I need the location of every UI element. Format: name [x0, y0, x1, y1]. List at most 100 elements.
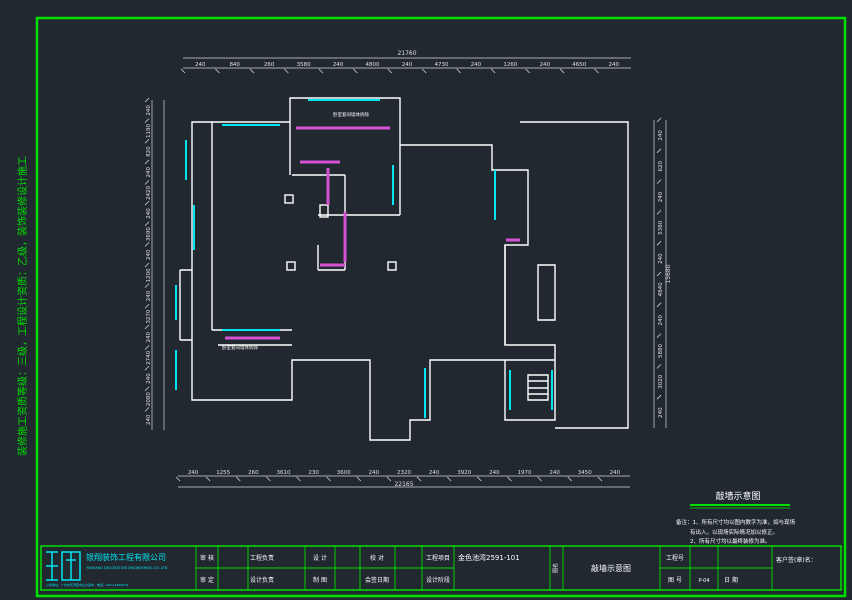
dimension-tick: [656, 333, 662, 338]
dimension-tick: [144, 303, 150, 309]
dimension-label: 240: [146, 414, 152, 425]
dimension-tick: [356, 476, 362, 482]
dimension-label: 1255: [216, 470, 230, 476]
title-block: 银翔装饰工程有限公司 YINXIANG DECORATION ENGINEERI…: [40, 545, 842, 591]
qualification-note: 装修施工资质等级：三级，工程设计资质：乙级，装饰装修设计施工: [16, 156, 29, 456]
company-logo: [46, 551, 81, 581]
column: [284, 194, 294, 204]
inner-walls: [179, 122, 555, 361]
dimension-label: 1970: [518, 470, 532, 476]
dimension-label: 5380: [658, 220, 664, 234]
project-name: 金色池湾2591-101: [458, 553, 520, 562]
dimension-label: 260: [264, 62, 275, 68]
dimension-tick: [266, 476, 271, 482]
dimension-tick: [456, 68, 461, 74]
dimension-label: 3270: [146, 309, 152, 323]
drawing-no-value: P-04: [698, 578, 709, 584]
column: [387, 261, 397, 271]
dimension-label: 4650: [572, 62, 586, 68]
dimension-label: 240: [658, 314, 664, 325]
dimension-label: 240: [658, 191, 664, 202]
company-address: 公司地址：广州市天河区中山大道中 · 电话：020-12345678: [46, 582, 128, 587]
dimension-label: 240: [146, 249, 152, 260]
dimension-tick: [656, 271, 662, 277]
dimension-tick: [446, 476, 452, 482]
note-line-2: 有出入，以现场实际情况加以修正。: [690, 528, 778, 536]
dimension-tick: [318, 68, 324, 74]
dimension-label: 240: [609, 62, 620, 68]
dimension-label: 240: [429, 470, 440, 476]
left-dimension-labels: 240 1190 820 240 2420 240 3690 240 1200 240 3270 24…: [144, 97, 152, 425]
dimension-label: 3690: [146, 227, 152, 241]
dimension-label: 240: [658, 130, 664, 141]
dimension-label: 240: [195, 62, 206, 68]
window-markers: [175, 99, 553, 418]
room-label-demolish-1: 卧室套间墙体拆除: [333, 111, 369, 118]
dimension-tick: [284, 68, 289, 74]
dimension-tick: [656, 117, 662, 123]
dimension-label: 240: [146, 290, 152, 301]
dimension-tick: [525, 68, 530, 74]
figure-label: 图名: [552, 563, 559, 573]
approve-label: 审 定: [200, 576, 214, 584]
dimension-label: 3600: [337, 470, 351, 476]
dimension-label: 4730: [434, 62, 448, 68]
design-lead-label: 设计负责: [250, 576, 274, 584]
dimension-tick: [144, 118, 150, 123]
right-total-dimension: 15680: [665, 264, 672, 283]
room-label-demolish-2: 卧室套间墙体拆除: [222, 344, 258, 351]
staircase: [527, 374, 549, 401]
dimension-label: 240: [146, 166, 152, 177]
dimension-label: 3450: [578, 470, 592, 476]
figure-name: 敲墙示意图: [591, 563, 631, 573]
dimension-label: 240: [146, 105, 152, 116]
dimension-label: 240: [402, 62, 413, 68]
dimension-label: 4840: [658, 282, 664, 296]
dimension-tick: [597, 476, 603, 482]
dimension-tick: [144, 386, 150, 392]
demolition-walls: [225, 126, 520, 340]
dimension-label: 2420: [146, 185, 152, 199]
dimension-tick: [326, 476, 331, 482]
dimension-tick: [656, 364, 662, 369]
dimension-label: 1200: [146, 268, 152, 282]
dimension-tick: [144, 324, 150, 330]
floor-plan: [179, 97, 629, 441]
dimension-tick: [537, 476, 542, 482]
project-name-label: 工程项目: [426, 554, 450, 562]
dimension-label: 5880: [658, 344, 664, 358]
dimension-tick: [144, 97, 150, 103]
dimension-label: 260: [248, 470, 259, 476]
dimension-tick: [205, 476, 211, 482]
design-label: 设 计: [313, 554, 327, 562]
dimension-tick: [144, 200, 150, 206]
review-label: 审 核: [200, 554, 214, 562]
top-total-dimension: 21760: [397, 50, 416, 57]
project-no-label: 工程号: [666, 554, 684, 562]
dimension-tick: [656, 240, 662, 246]
dimension-tick: [144, 159, 150, 165]
dimension-tick: [567, 476, 573, 482]
dimension-label: 240: [540, 62, 551, 68]
note-line-1: 备注：1、所有尺寸均以图内数字为准，如与现场: [676, 518, 796, 526]
dimension-tick: [386, 476, 392, 482]
dimension-label: 820: [146, 146, 152, 157]
design-stage-label: 设计阶段: [426, 576, 450, 584]
dimension-tick: [144, 242, 150, 247]
dimension-label: 240: [146, 208, 152, 219]
dimension-tick: [353, 68, 358, 74]
dimension-label: 3580: [297, 62, 311, 68]
dimension-label: 2320: [397, 470, 411, 476]
dimension-tick: [387, 68, 393, 74]
note-line-3: 2、所有尺寸均以最终装修为准。: [690, 537, 771, 545]
dimension-label: 240: [471, 62, 482, 68]
dimension-label: 1190: [146, 123, 152, 137]
dimension-tick: [656, 394, 662, 400]
dimension-tick: [175, 476, 181, 482]
dimension-tick: [656, 179, 662, 184]
dimension-label: 240: [658, 407, 664, 418]
draw-label: 制 图: [313, 576, 327, 584]
dimension-label: 1260: [503, 62, 517, 68]
drawing-no-label: 图 号: [668, 577, 682, 584]
dimension-tick: [180, 68, 186, 74]
